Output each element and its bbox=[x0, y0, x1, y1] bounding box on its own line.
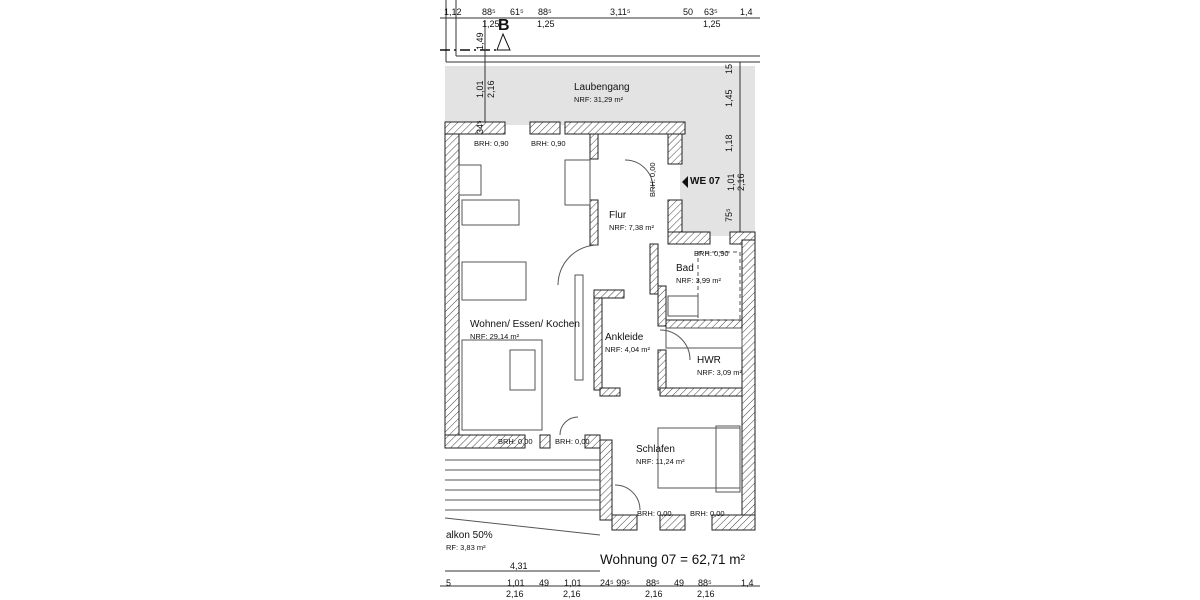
dim-bottom: 2,16 bbox=[506, 589, 524, 599]
dim-top: 1,25 bbox=[537, 19, 555, 29]
brh-label: BRH: 0,90 bbox=[531, 139, 566, 148]
room-name-ankleide: Ankleide bbox=[605, 332, 644, 343]
dim-top: 50 bbox=[683, 7, 694, 17]
dim-top: 3,11⁵ bbox=[610, 7, 631, 17]
dim-right: 75⁵ bbox=[724, 208, 734, 222]
entrance-label: WE 07 bbox=[690, 176, 721, 187]
room-area-flur: NRF: 7,38 m² bbox=[609, 223, 655, 232]
dim-bottom: 2,16 bbox=[563, 589, 581, 599]
brh-label: BRH: 0,90 bbox=[694, 249, 729, 258]
brh-label: BRH: 0,00 bbox=[648, 162, 657, 197]
brh-label: BRH: 0,00 bbox=[690, 509, 725, 518]
brh-label: BRH: 0,90 bbox=[474, 139, 509, 148]
room-area-bad: NRF: 3,99 m² bbox=[676, 276, 722, 285]
dim-bottom: 49 bbox=[539, 578, 550, 588]
dim-right: 15 bbox=[724, 63, 734, 74]
brh-label: BRH: 0,00 bbox=[555, 437, 590, 446]
dim-right: 1,18 bbox=[724, 134, 734, 152]
room-area-hwr: NRF: 3,09 m² bbox=[697, 368, 743, 377]
dim-top: 61⁵ bbox=[510, 7, 524, 17]
room-area-balkon: RF: 3,83 m² bbox=[446, 543, 486, 552]
dim-top: 1,12 bbox=[444, 7, 462, 17]
dim-bottom: 1,4 bbox=[741, 578, 754, 588]
dim-bottom: 88⁵ bbox=[646, 578, 660, 588]
room-name-schlafen: Schlafen bbox=[636, 444, 675, 455]
dim-bottom: 2,16 bbox=[645, 589, 663, 599]
dim-top: 1,4 bbox=[740, 7, 753, 17]
section-marker: B bbox=[498, 17, 510, 34]
dim-right: 2,16 bbox=[736, 173, 746, 191]
dim-bottom: 2,16 bbox=[697, 589, 715, 599]
brh-label: BRH: 0,00 bbox=[498, 437, 533, 446]
dim-top: 63⁵ bbox=[704, 7, 718, 17]
room-name-wohnen: Wohnen/ Essen/ Kochen bbox=[470, 319, 580, 330]
room-area-laubengang: NRF: 31,29 m² bbox=[574, 95, 624, 104]
dim-bottom: 1,01 bbox=[507, 578, 525, 588]
balcony-deck bbox=[444, 459, 601, 536]
room-area-wohnen: NRF: 29,14 m² bbox=[470, 332, 520, 341]
dim-top: 88⁵ bbox=[538, 7, 552, 17]
dim-left: 1,49 bbox=[475, 32, 485, 50]
dim-left: 1,01 bbox=[475, 80, 485, 98]
dim-top: 88⁵ bbox=[482, 7, 496, 17]
apartment-total-area: Wohnung 07 = 62,71 m² bbox=[600, 552, 745, 567]
laubengang-area bbox=[445, 66, 755, 236]
section-marker-triangle bbox=[496, 32, 511, 51]
room-name-bad: Bad bbox=[676, 263, 694, 274]
dim-top: 1,25 bbox=[703, 19, 721, 29]
dim-left: 34⁵ bbox=[475, 120, 485, 134]
furniture bbox=[458, 159, 743, 511]
dim-bottom: 5 bbox=[446, 578, 452, 588]
room-name-balkon: alkon 50% bbox=[446, 530, 493, 541]
dim-bottom: 88⁵ bbox=[698, 578, 712, 588]
room-area-schlafen: NRF: 11,24 m² bbox=[636, 457, 685, 466]
dim-right: 1,45 bbox=[724, 89, 734, 107]
dim-right: 1,01 bbox=[726, 173, 736, 191]
entrance-arrow-icon bbox=[682, 176, 688, 188]
room-name-laubengang: Laubengang bbox=[574, 82, 630, 93]
dim-overall: 4,31 bbox=[510, 561, 528, 571]
dim-left: 2,16 bbox=[486, 80, 496, 98]
dim-bottom: 49 bbox=[674, 578, 685, 588]
dim-bottom: 1,01 bbox=[564, 578, 582, 588]
brh-label: BRH: 0,00 bbox=[637, 509, 672, 518]
dim-bottom: 24⁵ 99⁵ bbox=[600, 578, 630, 588]
walls bbox=[444, 121, 756, 531]
dim-top: 1,25 bbox=[482, 19, 500, 29]
room-area-ankleide: NRF: 4,04 m² bbox=[605, 345, 651, 354]
room-name-flur: Flur bbox=[609, 210, 627, 221]
room-name-hwr: HWR bbox=[697, 355, 721, 366]
